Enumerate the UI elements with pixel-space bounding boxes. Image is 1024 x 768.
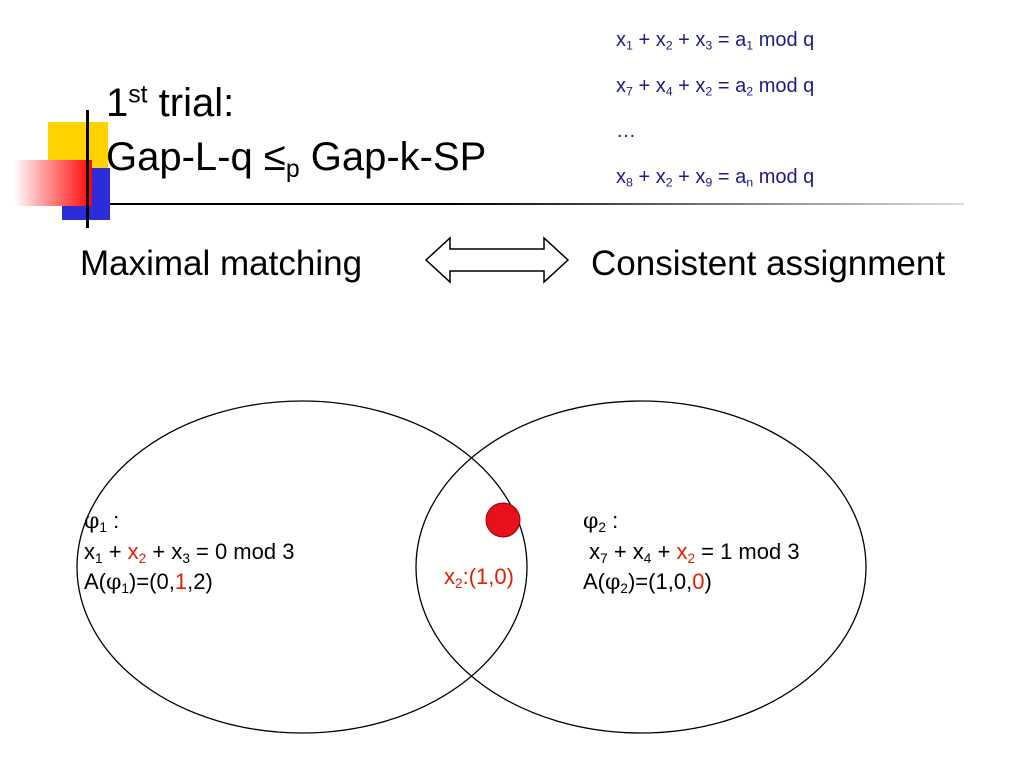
- right-constraint-assignment: A(φ2)=(1,0,0): [583, 569, 712, 596]
- equation-ellipsis: …: [616, 120, 636, 142]
- right-constraint-equation: x7 + x4 + x2 = 1 mod 3: [589, 539, 800, 566]
- maximal-matching-label: Maximal matching: [80, 244, 363, 283]
- logo-vertical-rule: [86, 110, 89, 228]
- left-set-ellipse: [76, 400, 528, 734]
- intersection-label: x2:(1,0): [444, 564, 514, 591]
- right-constraint-name: φ2 :: [583, 508, 619, 535]
- equation-1: x1 + x2 + x3 = a1 mod q: [616, 29, 815, 53]
- consistent-assignment-label: Consistent assignment: [591, 244, 946, 283]
- left-constraint-block: φ1 : x1 + x2 + x3 = 0 mod 3 A(φ1)=(0,1,2…: [84, 506, 294, 598]
- left-constraint-equation: x1 + x2 + x3 = 0 mod 3: [84, 539, 295, 566]
- slide-title-line2: Gap-L-q ≤p Gap-k-SP: [106, 135, 487, 183]
- right-constraint-block: φ2 : x7 + x4 + x2 = 1 mod 3 A(φ2)=(1,0,0…: [583, 506, 800, 598]
- equation-n: x8 + x2 + x9 = an mod q: [616, 166, 815, 190]
- left-constraint-assignment: A(φ1)=(0,1,2): [84, 569, 213, 596]
- slide-title-line1: 1st trial:: [106, 81, 235, 125]
- equation-2: x7 + x4 + x2 = a2 mod q: [616, 75, 815, 99]
- shared-variable-dot: [485, 502, 521, 538]
- title-underline-rule: [110, 203, 964, 205]
- right-set-ellipse: [415, 400, 867, 734]
- double-arrow-icon: [424, 236, 570, 284]
- left-constraint-name: φ1 :: [84, 508, 120, 535]
- logo-red-gradient-bar: [14, 160, 92, 206]
